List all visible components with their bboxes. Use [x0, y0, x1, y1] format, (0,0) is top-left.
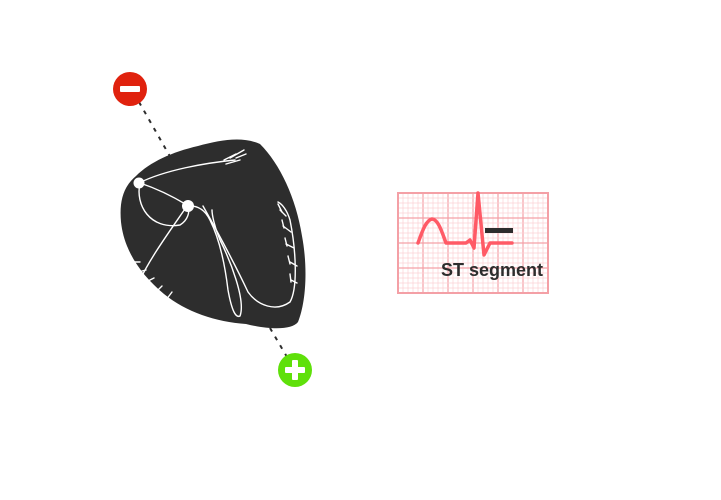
- conduction-system: [131, 149, 298, 318]
- heart-illustration: [120, 139, 306, 329]
- st-segment-marker: [485, 228, 513, 233]
- minus-icon: [120, 86, 140, 92]
- ecg-border: [397, 192, 549, 294]
- plus-icon: [285, 360, 305, 380]
- av-node: [182, 200, 194, 212]
- negative-electrode: [113, 72, 147, 106]
- positive-electrode: [278, 353, 312, 387]
- ecg-strip: ST segment: [397, 191, 549, 294]
- st-segment-label: ST segment: [441, 260, 543, 280]
- lead-axis: [138, 101, 288, 358]
- ecg-trace: [416, 191, 514, 257]
- sa-node: [133, 177, 145, 189]
- heart-silhouette: [120, 139, 306, 329]
